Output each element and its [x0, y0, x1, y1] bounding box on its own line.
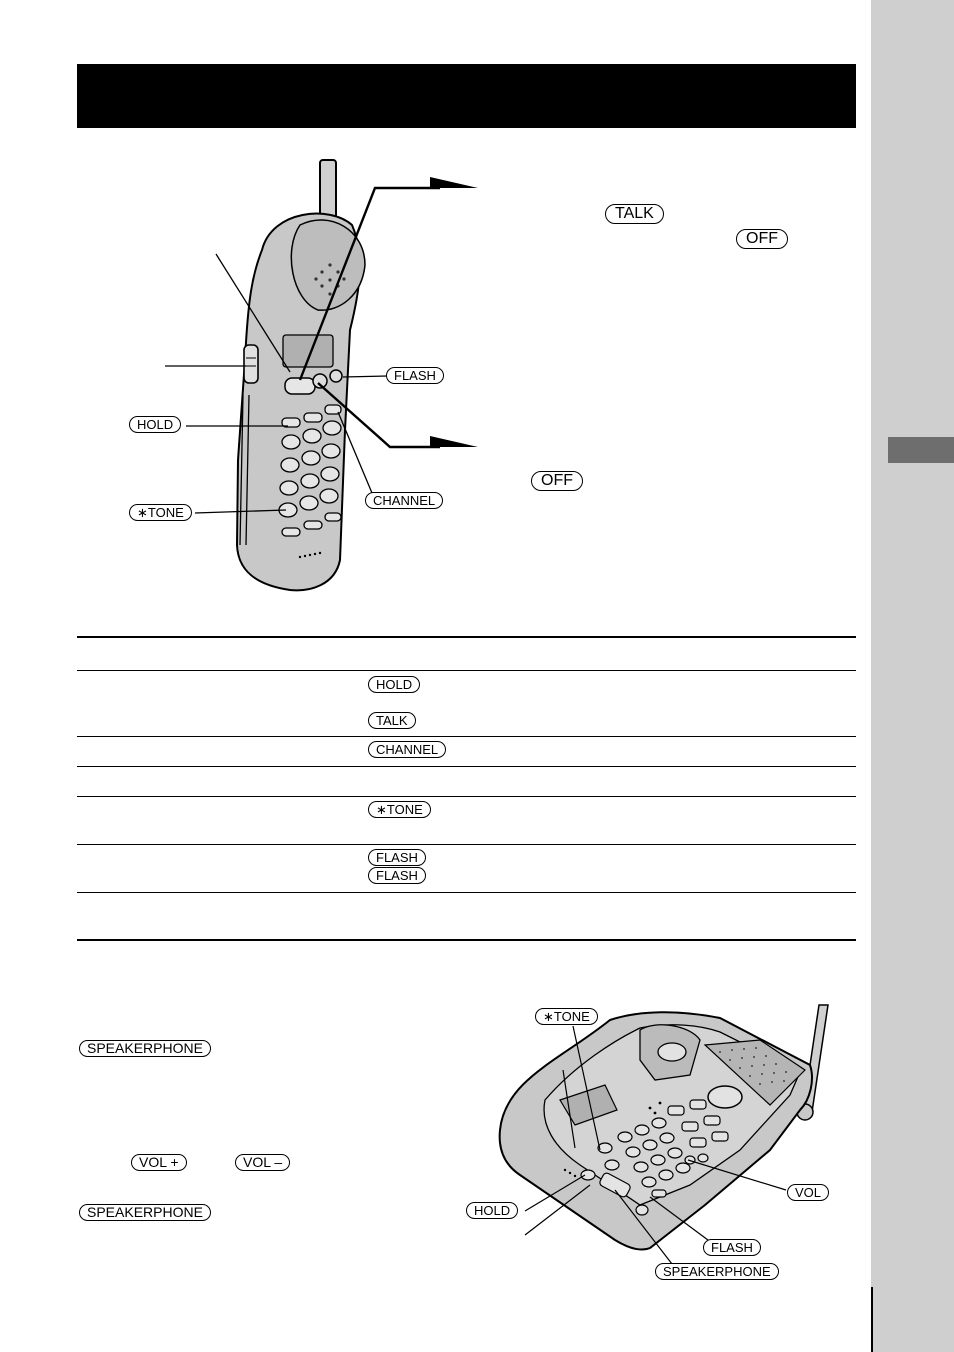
table-rule — [77, 670, 856, 671]
side-strip — [871, 0, 954, 1352]
table-key-hold: HOLD — [368, 676, 421, 693]
table-rule — [77, 844, 856, 845]
vol-plus-key-label: VOL + — [131, 1154, 187, 1171]
tone-key-label: ∗TONE — [129, 504, 192, 521]
channel-key-label: CHANNEL — [365, 492, 444, 509]
section-tab — [888, 437, 954, 463]
talk-key-label: TALK — [605, 204, 664, 224]
table-key-flash: FLASH — [368, 867, 426, 884]
table-top-rule — [77, 636, 856, 638]
base-vol-key-label: VOL — [787, 1184, 830, 1201]
handset-illustration — [165, 159, 478, 592]
base-unit-illustration — [498, 1004, 829, 1265]
speakerphone-key-label: SPEAKERPHONE — [79, 1040, 211, 1057]
table-key-tone: ∗TONE — [368, 801, 431, 818]
table-key-flash: FLASH — [368, 849, 426, 866]
table-rule — [77, 736, 856, 737]
speakerphone-key-label-2: SPEAKERPHONE — [79, 1204, 211, 1221]
table-key-channel: CHANNEL — [368, 741, 447, 758]
table-bottom-rule — [77, 939, 856, 941]
base-flash-key-label: FLASH — [703, 1239, 761, 1256]
hold-key-label: HOLD — [129, 416, 182, 433]
table-rule — [77, 766, 856, 767]
base-hold-key-label: HOLD — [466, 1202, 519, 1219]
corner-mark — [871, 1287, 873, 1352]
flash-key-label: FLASH — [386, 367, 444, 384]
title-bar — [77, 64, 856, 128]
table-rule — [77, 892, 856, 893]
table-key-talk: TALK — [368, 712, 416, 729]
base-speakerphone-key-label: SPEAKERPHONE — [655, 1263, 779, 1280]
off-key-label-2: OFF — [531, 471, 583, 491]
base-tone-key-label: ∗TONE — [535, 1008, 598, 1025]
vol-minus-key-label: VOL – — [235, 1154, 291, 1171]
table-rule — [77, 796, 856, 797]
off-key-label: OFF — [736, 229, 788, 249]
